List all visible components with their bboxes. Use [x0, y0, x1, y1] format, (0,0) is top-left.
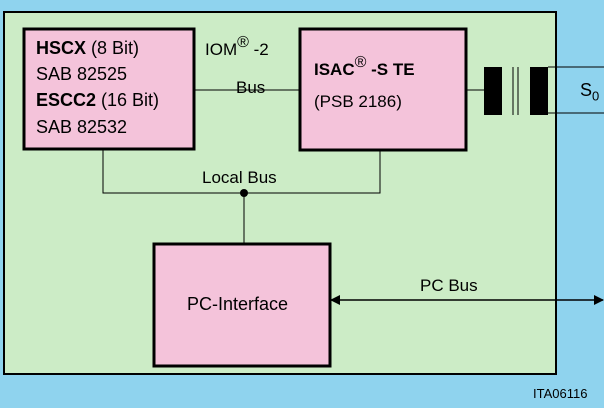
isac-registered-mark: ®	[354, 54, 367, 71]
isac-variant: -S TE	[366, 60, 415, 79]
isac-block	[298, 27, 468, 152]
hscx-name: HSCX	[36, 38, 87, 58]
pc-interface-block	[152, 242, 332, 368]
iom-text: IOM	[205, 40, 238, 59]
hscx-escc2-block	[22, 27, 196, 151]
local-bus-label: Local Bus	[202, 168, 277, 187]
transformer-coil-left	[484, 67, 502, 115]
isac-part-number: (PSB 2186)	[314, 92, 402, 111]
iom-bus-label: Bus	[236, 78, 266, 97]
s0-letter: S	[580, 80, 593, 100]
hscx-bits: (8 Bit)	[86, 38, 140, 58]
hscx-part-number: SAB 82525	[36, 64, 128, 84]
iom-registered-mark: ®	[237, 34, 249, 51]
local-bus-junction-dot	[240, 189, 248, 197]
iom-label: IOM® -2	[205, 34, 269, 60]
figure-id: ITA06116	[533, 386, 588, 401]
escc2-part-number: SAB 82532	[36, 117, 128, 137]
iom-suffix: -2	[248, 40, 269, 59]
escc2-bits: (16 Bit)	[96, 90, 160, 110]
pc-bus-label: PC Bus	[420, 276, 478, 295]
escc2-label: ESCC2 (16 Bit)	[36, 90, 159, 111]
transformer-coil-right	[530, 67, 548, 115]
hscx-label: HSCX (8 Bit)	[36, 38, 139, 59]
pc-interface-label: PC-Interface	[187, 294, 289, 314]
s0-label: S0	[580, 80, 599, 104]
isac-name: ISAC	[314, 60, 355, 79]
escc2-name: ESCC2	[36, 90, 97, 110]
s0-subscript: 0	[592, 88, 600, 104]
isac-label: ISAC® -S TE	[314, 54, 415, 80]
